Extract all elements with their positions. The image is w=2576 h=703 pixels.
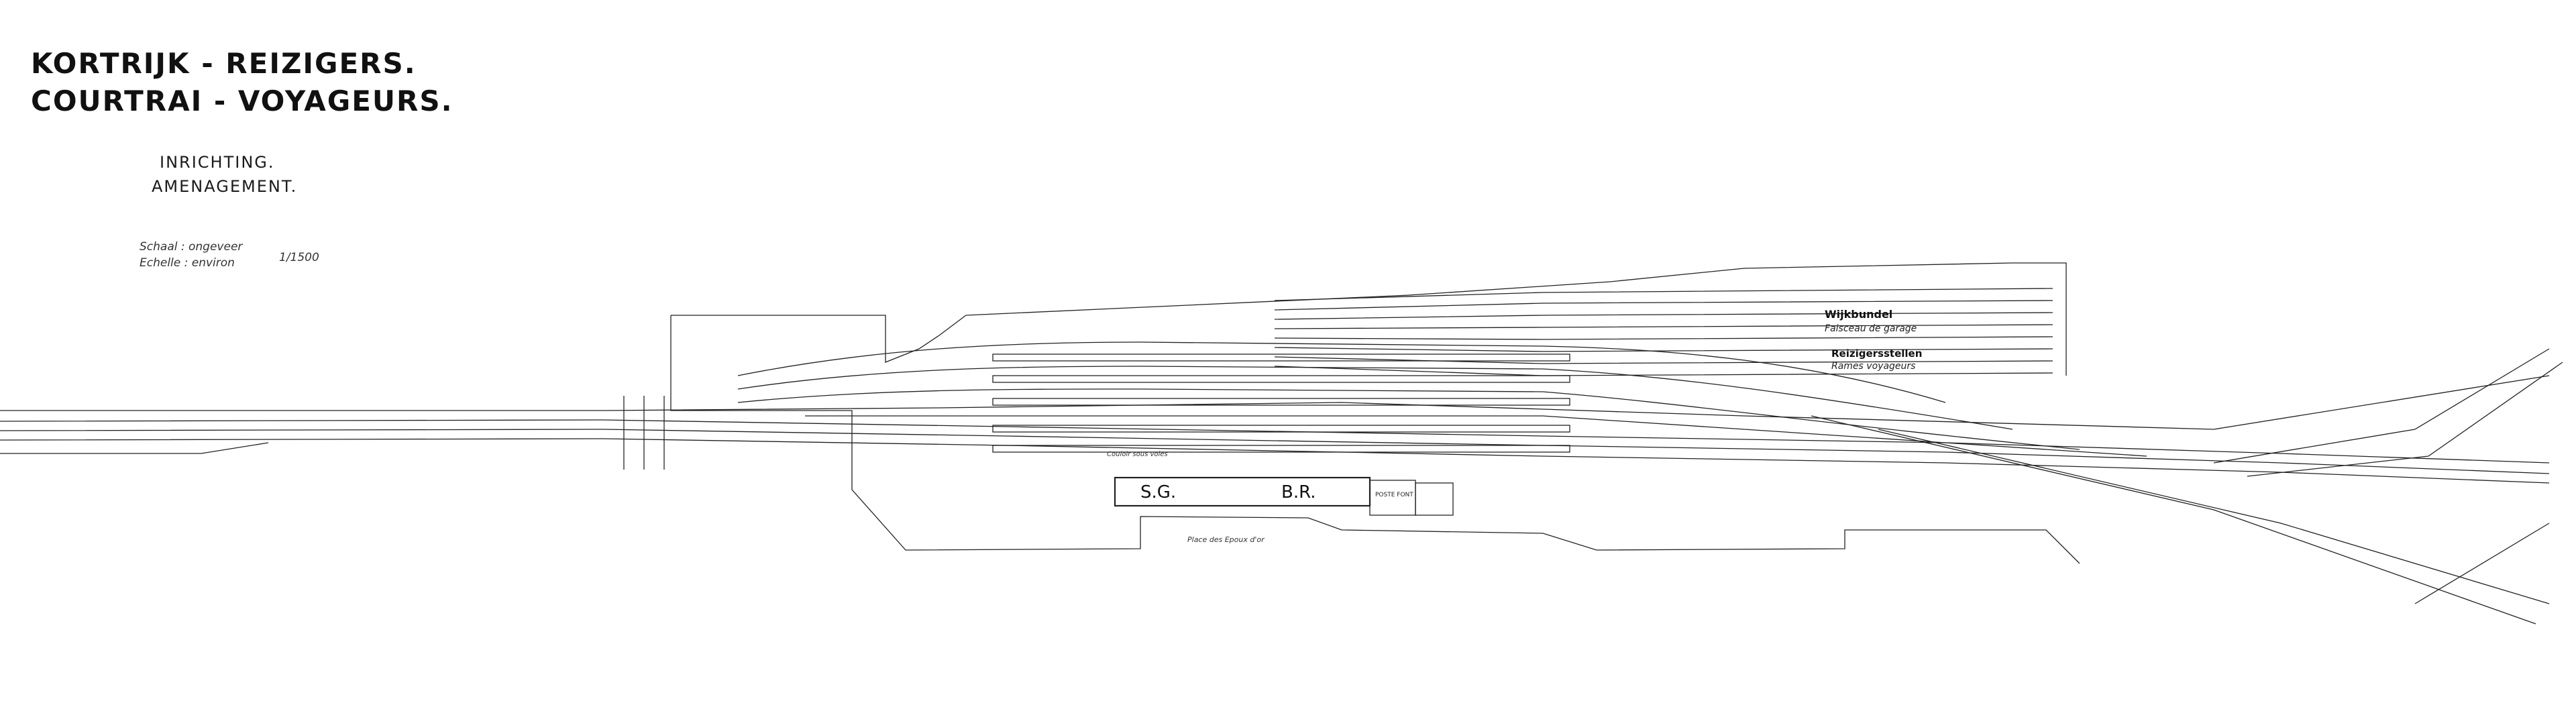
diverging-line-4 [2247,362,2563,477]
platform-5 [992,445,1570,453]
garage-track-7 [1274,356,2053,364]
scale-value: 1/1500 [279,251,319,264]
label-couloir: Couloir sous voies [1107,451,1168,458]
site-boundary [670,315,2080,564]
diverging-line-1 [1811,415,2536,625]
platform-track-4 [805,415,2147,457]
siding-left [0,442,269,454]
station-label-sg: S.G. [1140,482,1176,502]
label-rames: Rames voyageurs [1831,361,1915,372]
main-line-4 [0,375,2550,430]
label-wijkbundel: Wijkbundel [1825,308,1892,321]
platform-3 [992,398,1570,406]
diverging-line-3 [2213,348,2550,464]
diverging-line-5 [2414,523,2550,604]
platform-4 [992,425,1570,433]
label-faisceau: Faisceau de garage [1825,323,1917,334]
garage-track-4 [1274,324,2053,329]
title-line-2: COURTRAI - VOYAGEURS. [31,85,453,117]
platform-track-2 [737,366,2013,430]
garage-track-6 [1274,347,2053,352]
platform-1 [992,354,1570,362]
scale-label-fr: Echelle : environ [140,256,235,270]
station-label-br: B.R. [1281,482,1316,502]
subtitle-fr: AMENAGEMENT. [152,177,298,196]
label-place: Place des Epoux d'or [1187,535,1265,544]
garage-track-3 [1274,312,2053,320]
garage-track-1 [1274,288,2053,301]
station-annex [1415,482,1454,516]
garage-track-2 [1274,300,2053,311]
subtitle-nl: INRICHTING. [160,153,275,172]
station-post-label: POSTE FONT [1375,492,1413,498]
scale-label-nl: Schaal : ongeveer [140,240,243,254]
main-line-1 [0,419,2550,464]
platform-2 [992,375,1570,383]
main-line-2 [0,429,2550,474]
platform-track-1 [737,341,1946,403]
building-outline-left [671,315,967,363]
title-line-1: KORTRIJK - REIZIGERS. [31,47,417,80]
north-boundary [965,262,2067,376]
platform-track-3 [737,388,2080,450]
garage-track-5 [1274,336,2053,340]
label-reizigersstellen: Reizigersstellen [1831,347,1922,360]
